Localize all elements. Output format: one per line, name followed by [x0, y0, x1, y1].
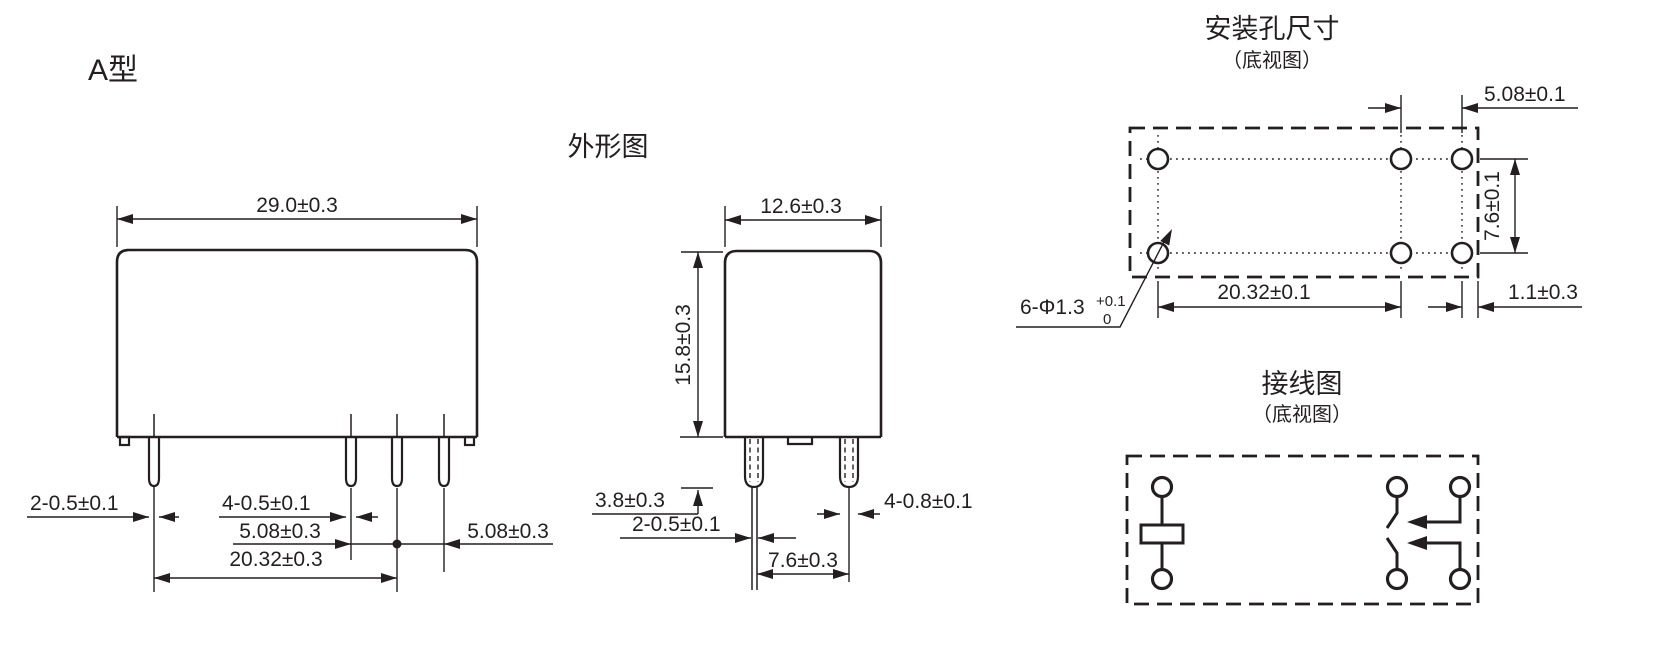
- wiring-diagram-view: 接线图 （底视图）: [1125, 369, 1480, 606]
- contact-terminal-bottom-inner: [1385, 567, 1409, 591]
- mounting-view-title: 安装孔尺寸: [1205, 14, 1340, 44]
- pitch-reference-dot: [392, 539, 402, 549]
- contact-arrow-bottom: [1407, 536, 1427, 550]
- dim-side-body-height: 15.8±0.3: [672, 304, 695, 386]
- front-view-body-outline: [115, 248, 479, 447]
- dim-front-pin2-thickness: 2-0.5±0.1: [30, 492, 119, 515]
- front-pin-pitch-dimension: 5.08±0.3 5.08±0.3: [233, 520, 553, 549]
- mounting-board-outline: [1128, 126, 1480, 279]
- side-pin-thickness-dimension: 2-0.5±0.1: [620, 513, 796, 543]
- side-height-dimension: 15.8±0.3: [672, 251, 723, 438]
- dim-front-pitch-left: 5.08±0.3: [239, 520, 321, 543]
- side-pin-pitch-dimension: 7.6±0.3: [757, 549, 849, 579]
- mounting-span-dimension: 20.32±0.1: [1157, 281, 1402, 318]
- coil-terminal-top: [1150, 475, 1174, 499]
- front-width-dimension: 29.0±0.3: [116, 194, 478, 247]
- dim-hole-tolerance-lower: 0: [1103, 311, 1111, 328]
- side-view-pins: [743, 437, 860, 590]
- front-right-foot: [463, 435, 476, 447]
- wiring-relay-outline: [1125, 454, 1480, 606]
- mounting-holes: [1146, 147, 1474, 265]
- front-pin4-thickness-dimension: 4-0.5±0.1: [219, 492, 378, 522]
- mounting-centerlines: [1140, 135, 1468, 271]
- contact-terminal-bottom-outer: [1448, 567, 1472, 591]
- wiring-coil-symbol: [1139, 475, 1185, 591]
- coil-body: [1139, 523, 1185, 545]
- front-pin2-thickness-dimension: 2-0.5±0.1: [27, 492, 179, 522]
- dim-side-pin-pitch: 7.6±0.3: [768, 549, 838, 572]
- mounting-hole-callout: 6-Φ1.3 +0.1 0: [1016, 229, 1172, 328]
- contact-terminal-top-inner: [1385, 475, 1409, 499]
- dim-hole-tolerance-upper: +0.1: [1096, 293, 1126, 310]
- dim-side-pin-width: 4-0.8±0.1: [884, 490, 973, 513]
- side-pin-width-dimension: 4-0.8±0.1: [817, 490, 973, 519]
- contact-arm-top: [1426, 497, 1462, 524]
- dim-side-pin-length: 3.8±0.3: [595, 489, 665, 512]
- side-bottom-notch: [786, 437, 814, 446]
- contact-blade-bottom: [1385, 537, 1399, 569]
- side-width-dimension: 12.6±0.3: [724, 195, 882, 247]
- coil-terminal-bottom: [1150, 567, 1174, 591]
- mounting-hole-view: 安装孔尺寸 （底视图） 5.08±0.1 7.6±0.1: [1016, 14, 1582, 328]
- dim-side-pin-thickness: 2-0.5±0.1: [632, 513, 721, 536]
- side-view: 12.6±0.3 15.8±0.3 3.8±0.3 2-0.5±0.1 7.6: [592, 195, 973, 590]
- variant-label: A型: [88, 54, 138, 87]
- side-pin-wire: [751, 487, 758, 590]
- dim-front-pin-span: 20.32±0.3: [229, 548, 322, 571]
- dim-mounting-row-pitch: 7.6±0.1: [1481, 171, 1504, 241]
- side-pin-length-dimension: 3.8±0.3: [592, 487, 713, 515]
- front-view-pins: [147, 437, 451, 592]
- mounting-row-pitch-dimension: 7.6±0.1: [1480, 158, 1528, 254]
- dim-mounting-hole-pitch: 5.08±0.1: [1484, 83, 1566, 106]
- contact-arm-bottom: [1426, 541, 1462, 569]
- wiring-view-title: 接线图: [1262, 369, 1343, 399]
- dim-front-body-width: 29.0±0.3: [256, 194, 338, 217]
- mounting-view-subtitle: （底视图）: [1222, 49, 1322, 72]
- contact-terminal-top-outer: [1448, 475, 1472, 499]
- wiring-contact-symbol: [1385, 475, 1472, 591]
- contact-blade-top: [1385, 497, 1399, 529]
- side-view-body-outline: [723, 249, 883, 446]
- dim-hole-callout: 6-Φ1.3: [1020, 296, 1085, 319]
- mounting-hole-pitch-dimension: 5.08±0.1: [1368, 83, 1578, 133]
- dim-front-pitch-right: 5.08±0.3: [467, 520, 549, 543]
- dim-side-body-depth: 12.6±0.3: [760, 195, 842, 218]
- dim-front-pin4-thickness: 4-0.5±0.1: [222, 492, 311, 515]
- dim-mounting-span: 20.32±0.1: [1217, 281, 1310, 304]
- mounting-edge-offset-dimension: 1.1±0.3: [1428, 281, 1582, 318]
- front-left-foot: [118, 435, 131, 447]
- front-view: 29.0±0.3 2-0.5±0.1 4-0.5±0.1 5.08±0.3 5.…: [27, 194, 553, 592]
- outline-view-title: 外形图: [568, 132, 649, 162]
- wiring-view-subtitle: （底视图）: [1252, 403, 1352, 426]
- contact-arrow-top: [1407, 515, 1427, 529]
- dim-mounting-edge-offset: 1.1±0.3: [1508, 281, 1578, 304]
- front-pin-span-dimension: 20.32±0.3: [154, 548, 397, 583]
